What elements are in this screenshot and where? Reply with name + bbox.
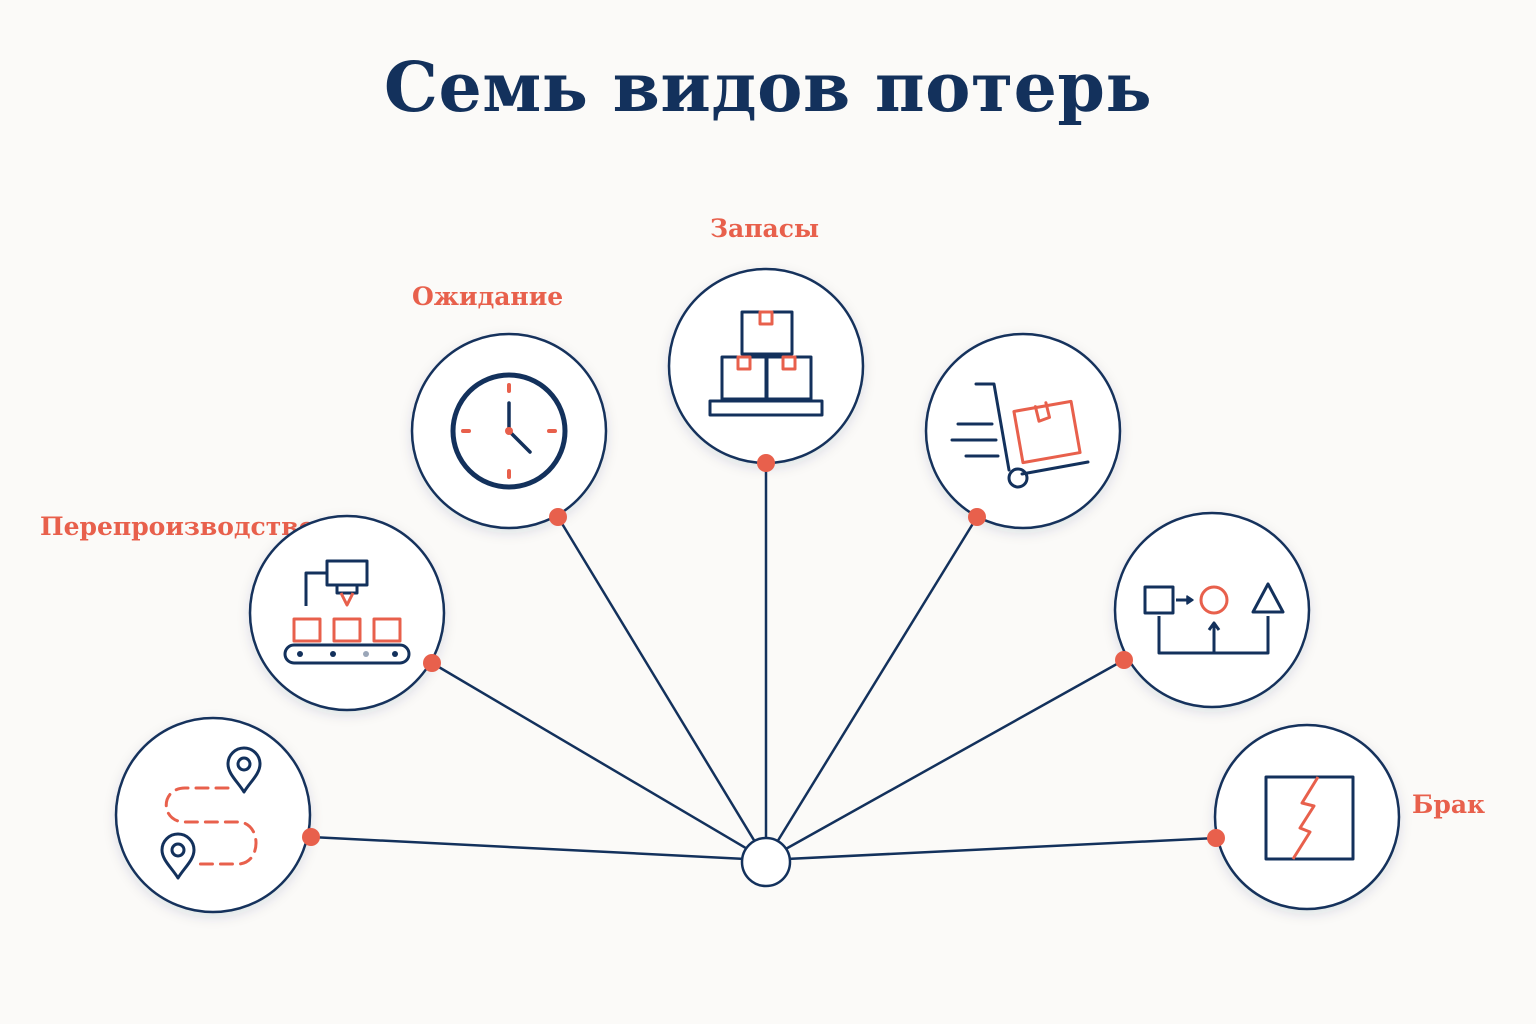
label-inventory: Запасы: [710, 214, 820, 243]
connector-line: [765, 658, 1125, 862]
connector-dot: [423, 654, 441, 672]
diagram-title: Семь видов потерь: [383, 48, 1153, 128]
connector-line: [431, 661, 767, 862]
connector-line: [310, 835, 767, 862]
hub-circle: [740, 836, 792, 888]
label-overproduction: Перепроизводство: [40, 512, 316, 541]
connector-dot: [549, 508, 567, 526]
connector-dot: [1115, 651, 1133, 669]
label-waiting: Ожидание: [412, 282, 564, 311]
connector-line: [556, 516, 768, 861]
conveyor-machine-icon: [283, 559, 411, 665]
route-map-pins-icon: [160, 746, 262, 880]
connector-dot: [1207, 829, 1225, 847]
connector-dot: [302, 828, 320, 846]
label-defects: Брак: [1412, 790, 1486, 819]
connector-dot: [968, 508, 986, 526]
connector-line: [765, 836, 1217, 862]
clock-icon: [450, 372, 568, 490]
connector-dot: [757, 454, 775, 472]
hand-truck-box-icon: [950, 382, 1090, 489]
connector-line: [764, 516, 979, 861]
stacked-boxes-pallet-icon: [708, 310, 824, 417]
connector-dots: [302, 454, 1225, 847]
node-circle-overproduction: [248, 514, 446, 712]
node-circle-transport: [114, 716, 312, 914]
connector-lines: [310, 463, 1217, 862]
process-shapes-icon: [1143, 582, 1285, 655]
node-circle-motion: [924, 332, 1122, 530]
node-circle-overprocessing: [1113, 511, 1311, 709]
cracked-panel-icon: [1264, 775, 1355, 861]
